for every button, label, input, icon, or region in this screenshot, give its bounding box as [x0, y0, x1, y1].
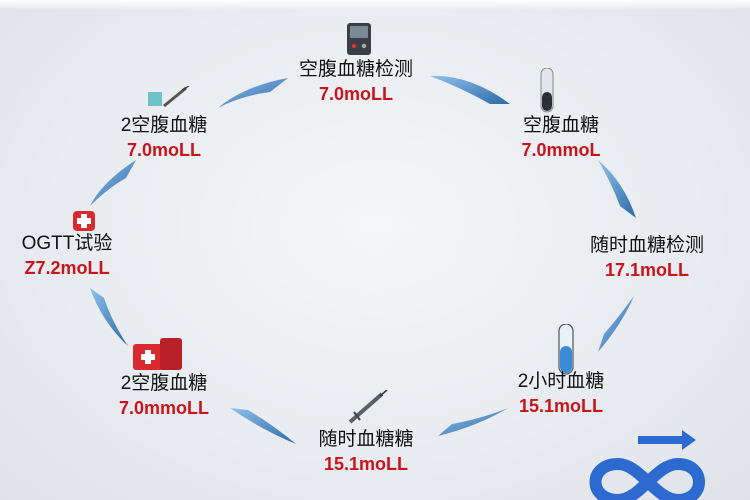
arrow-7 — [90, 288, 128, 346]
node-upper-right: 空腹血糖 7.0mmoL — [496, 114, 626, 162]
arrow-2 — [430, 75, 510, 104]
arrow-6 — [230, 408, 296, 444]
node-value: 7.0mmoLL — [118, 398, 210, 418]
arrow-4 — [598, 296, 634, 352]
node-right: 随时血糖检测 17.1moLL — [582, 234, 712, 282]
node-value: 7.0mmoL — [521, 140, 601, 160]
arrow-3 — [598, 160, 636, 218]
node-value: 17.1moLL — [604, 260, 690, 280]
arrow-1 — [218, 78, 288, 108]
node-label: 2空腹血糖 — [120, 115, 208, 136]
node-upper-left: 2空腹血糖 7.0moLL — [104, 114, 224, 162]
syringe-small-icon — [348, 390, 388, 424]
node-bottom: 随时血糖糖 15.1moLL — [296, 428, 436, 476]
arrow-8 — [90, 160, 136, 206]
node-value: 15.1moLL — [518, 396, 604, 416]
node-label: 2空腹血糖 — [120, 373, 208, 394]
node-value: 7.0moLL — [126, 140, 201, 160]
node-label: 2小时血糖 — [517, 371, 605, 392]
node-value: 15.1moLL — [323, 454, 409, 474]
glucometer-icon — [347, 23, 371, 55]
node-lower-left: 2空腹血糖 7.0mmoLL — [94, 372, 234, 420]
node-lower-right: 2小时血糖 15.1moLL — [496, 370, 626, 418]
medical-cross-icon — [73, 211, 95, 231]
node-label: 随时血糖检测 — [589, 235, 704, 256]
node-left: OGTT试验 Z7.2moLL — [12, 232, 122, 280]
syringe-icon — [148, 86, 190, 108]
medical-kit-icon — [133, 338, 182, 370]
node-top: 空腹血糖检测 7.0moLL — [276, 58, 436, 106]
top-highlight — [0, 0, 750, 10]
infinity-arrow-icon — [589, 430, 705, 500]
test-tube-icon — [540, 68, 554, 113]
node-value: 7.0moLL — [318, 84, 393, 104]
node-label: 空腹血糖检测 — [298, 59, 413, 80]
node-label: OGTT试验 — [21, 233, 113, 254]
test-tube-blue-icon — [558, 324, 574, 375]
arrow-5 — [438, 408, 508, 436]
node-value: Z7.2moLL — [24, 258, 110, 278]
node-label: 空腹血糖 — [522, 115, 599, 136]
node-label: 随时血糖糖 — [318, 429, 414, 450]
